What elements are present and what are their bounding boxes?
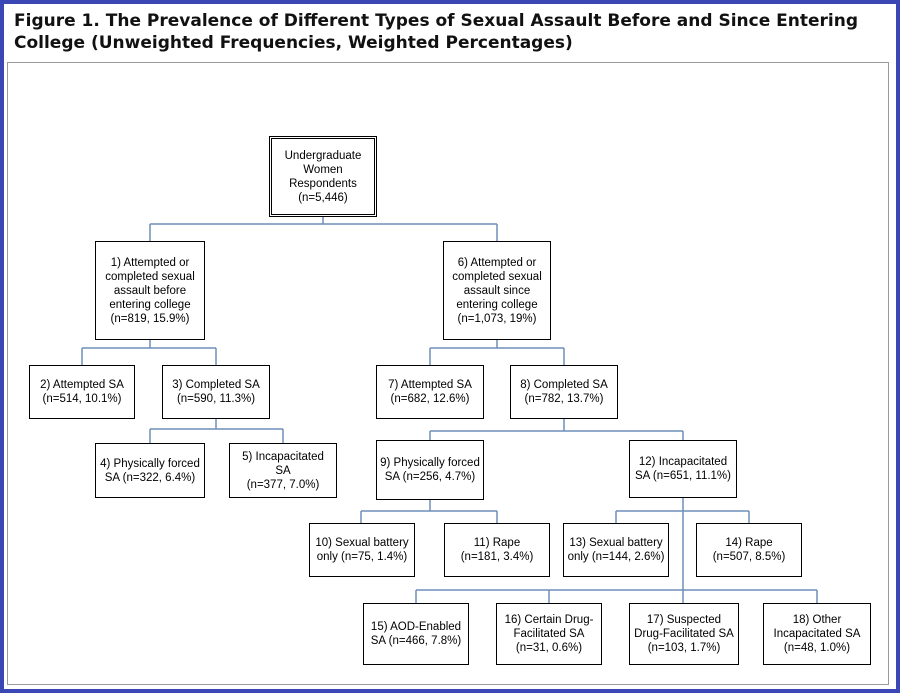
- connector-n3: [149, 419, 284, 443]
- node-8-completed: 8) Completed SA (n=782, 13.7%): [510, 365, 618, 419]
- connector-n1: [81, 340, 217, 365]
- diagram-panel: [7, 62, 889, 685]
- node-4-physically-forced: 4) Physically forced SA (n=322, 6.4%): [95, 443, 205, 498]
- node-label: Undergraduate Women Respondents (n=5,446…: [284, 149, 362, 204]
- node-13-sexual-battery: 13) Sexual battery only (n=144, 2.6%): [563, 523, 669, 577]
- node-label: 12) Incapacitated SA (n=651, 11.1%): [634, 456, 731, 482]
- node-label: 14) Rape (n=507, 8.5%): [712, 537, 786, 563]
- node-label: 1) Attempted or completed sexual assault…: [105, 256, 195, 325]
- node-1-before-college: 1) Attempted or completed sexual assault…: [95, 241, 205, 340]
- connector-root: [149, 217, 498, 241]
- node-6-since-college: 6) Attempted or completed sexual assault…: [443, 241, 551, 340]
- node-10-sexual-battery: 10) Sexual battery only (n=75, 1.4%): [309, 523, 415, 577]
- node-9-physically-forced: 9) Physically forced SA (n=256, 4.7%): [376, 440, 484, 500]
- node-label: 10) Sexual battery only (n=75, 1.4%): [315, 537, 409, 563]
- node-11-rape: 11) Rape (n=181, 3.4%): [444, 523, 550, 577]
- node-label: 18) Other Incapacitated SA (n=48, 1.0%): [773, 614, 861, 654]
- node-label: 17) Suspected Drug-Facilitated SA (n=103…: [634, 614, 734, 654]
- connector-n6: [429, 340, 565, 365]
- node-label: 5) Incapacitated SA (n=377, 7.0%): [242, 450, 324, 491]
- node-5-incapacitated: 5) Incapacitated SA (n=377, 7.0%): [229, 443, 337, 498]
- node-3-completed: 3) Completed SA (n=590, 11.3%): [162, 365, 270, 419]
- node-label: 16) Certain Drug- Facilitated SA (n=31, …: [504, 614, 594, 654]
- node-label: 3) Completed SA (n=590, 11.3%): [172, 379, 260, 405]
- node-7-attempted: 7) Attempted SA (n=682, 12.6%): [376, 365, 484, 419]
- node-label: 13) Sexual battery only (n=144, 2.6%): [567, 537, 665, 563]
- node-undergraduate-women: Undergraduate Women Respondents (n=5,446…: [269, 136, 377, 217]
- node-16-certain-drug-facilitated: 16) Certain Drug- Facilitated SA (n=31, …: [496, 603, 602, 665]
- node-14-rape: 14) Rape (n=507, 8.5%): [696, 523, 802, 577]
- figure-title: Figure 1. The Prevalence of Different Ty…: [14, 11, 858, 53]
- node-label: 11) Rape (n=181, 3.4%): [460, 537, 534, 563]
- node-label: 7) Attempted SA (n=682, 12.6%): [388, 379, 472, 405]
- node-label: 6) Attempted or completed sexual assault…: [452, 256, 542, 325]
- node-label: 9) Physically forced SA (n=256, 4.7%): [380, 457, 480, 483]
- connector-n12: [415, 498, 818, 603]
- node-label: 8) Completed SA (n=782, 13.7%): [520, 379, 608, 405]
- node-18-other-incapacitated: 18) Other Incapacitated SA (n=48, 1.0%): [763, 603, 871, 665]
- node-15-aod-enabled: 15) AOD-Enabled SA (n=466, 7.8%): [363, 603, 469, 665]
- node-label: 2) Attempted SA (n=514, 10.1%): [40, 379, 124, 405]
- node-label: 4) Physically forced SA (n=322, 6.4%): [100, 457, 200, 484]
- connector-n9: [360, 500, 498, 523]
- node-label: 15) AOD-Enabled SA (n=466, 7.8%): [370, 621, 462, 647]
- node-17-suspected-drug-facilitated: 17) Suspected Drug-Facilitated SA (n=103…: [629, 603, 739, 665]
- node-2-attempted: 2) Attempted SA (n=514, 10.1%): [29, 365, 135, 419]
- node-12-incapacitated: 12) Incapacitated SA (n=651, 11.1%): [629, 440, 737, 498]
- connector-n8: [429, 419, 684, 440]
